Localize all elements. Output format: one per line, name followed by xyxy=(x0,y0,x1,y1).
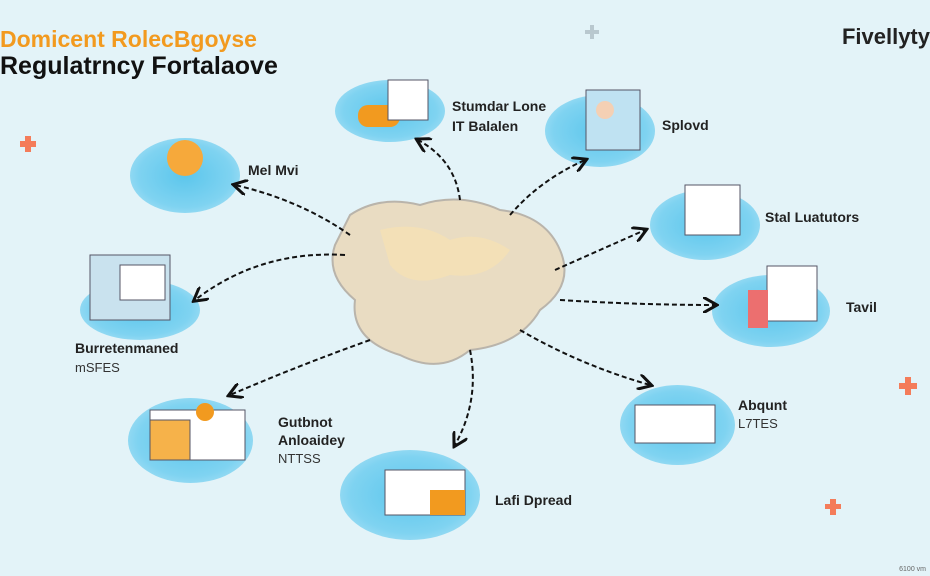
virus-globe-icon xyxy=(167,140,203,176)
arrow-3 xyxy=(509,160,585,216)
arrow-4 xyxy=(554,230,645,271)
footer-right: 6100 vm xyxy=(899,566,926,573)
government-building-icon xyxy=(634,404,716,444)
node-sub-6: L7TES xyxy=(738,416,778,431)
arrow-5 xyxy=(559,300,715,305)
presenter-icon xyxy=(766,265,818,322)
arrow-8 xyxy=(230,339,371,395)
node-label-7: Lafi Dpread xyxy=(495,492,573,508)
arrow-7 xyxy=(455,349,474,445)
node-label-8: Gutbnot xyxy=(278,414,333,430)
node-label-6: Abqunt xyxy=(738,397,787,413)
node-label-8b: Anloaidey xyxy=(278,432,345,448)
plus-icons xyxy=(20,136,917,515)
node-label-5: Tavil xyxy=(846,299,877,315)
arrow-1 xyxy=(235,185,351,236)
clipboard-icon xyxy=(684,184,741,236)
arrow-6 xyxy=(519,329,650,385)
node-label-3: Splovd xyxy=(662,117,709,133)
central-map xyxy=(331,198,566,365)
arrow-2 xyxy=(418,140,461,201)
node-sub-2: IT Balalen xyxy=(452,118,519,134)
node-sub-8: NTTSS xyxy=(278,451,321,466)
person-at-computer-icon xyxy=(585,89,641,151)
node-label-1: Mel Mvi xyxy=(248,162,299,178)
arrow-9 xyxy=(195,253,346,300)
node-label-9: Burretenmaned xyxy=(75,340,179,356)
node-sub-9: mSFES xyxy=(75,360,120,375)
title-line-2: Regulatrncy Fortalaove xyxy=(0,52,278,80)
brand-logo: Fivellyty xyxy=(841,24,930,49)
node-label-4: Stal Luatutors xyxy=(765,209,860,225)
node-label-2: Stumdar Lone xyxy=(452,98,547,114)
title-line-1: Domicent RolecBgoyse xyxy=(0,26,257,52)
